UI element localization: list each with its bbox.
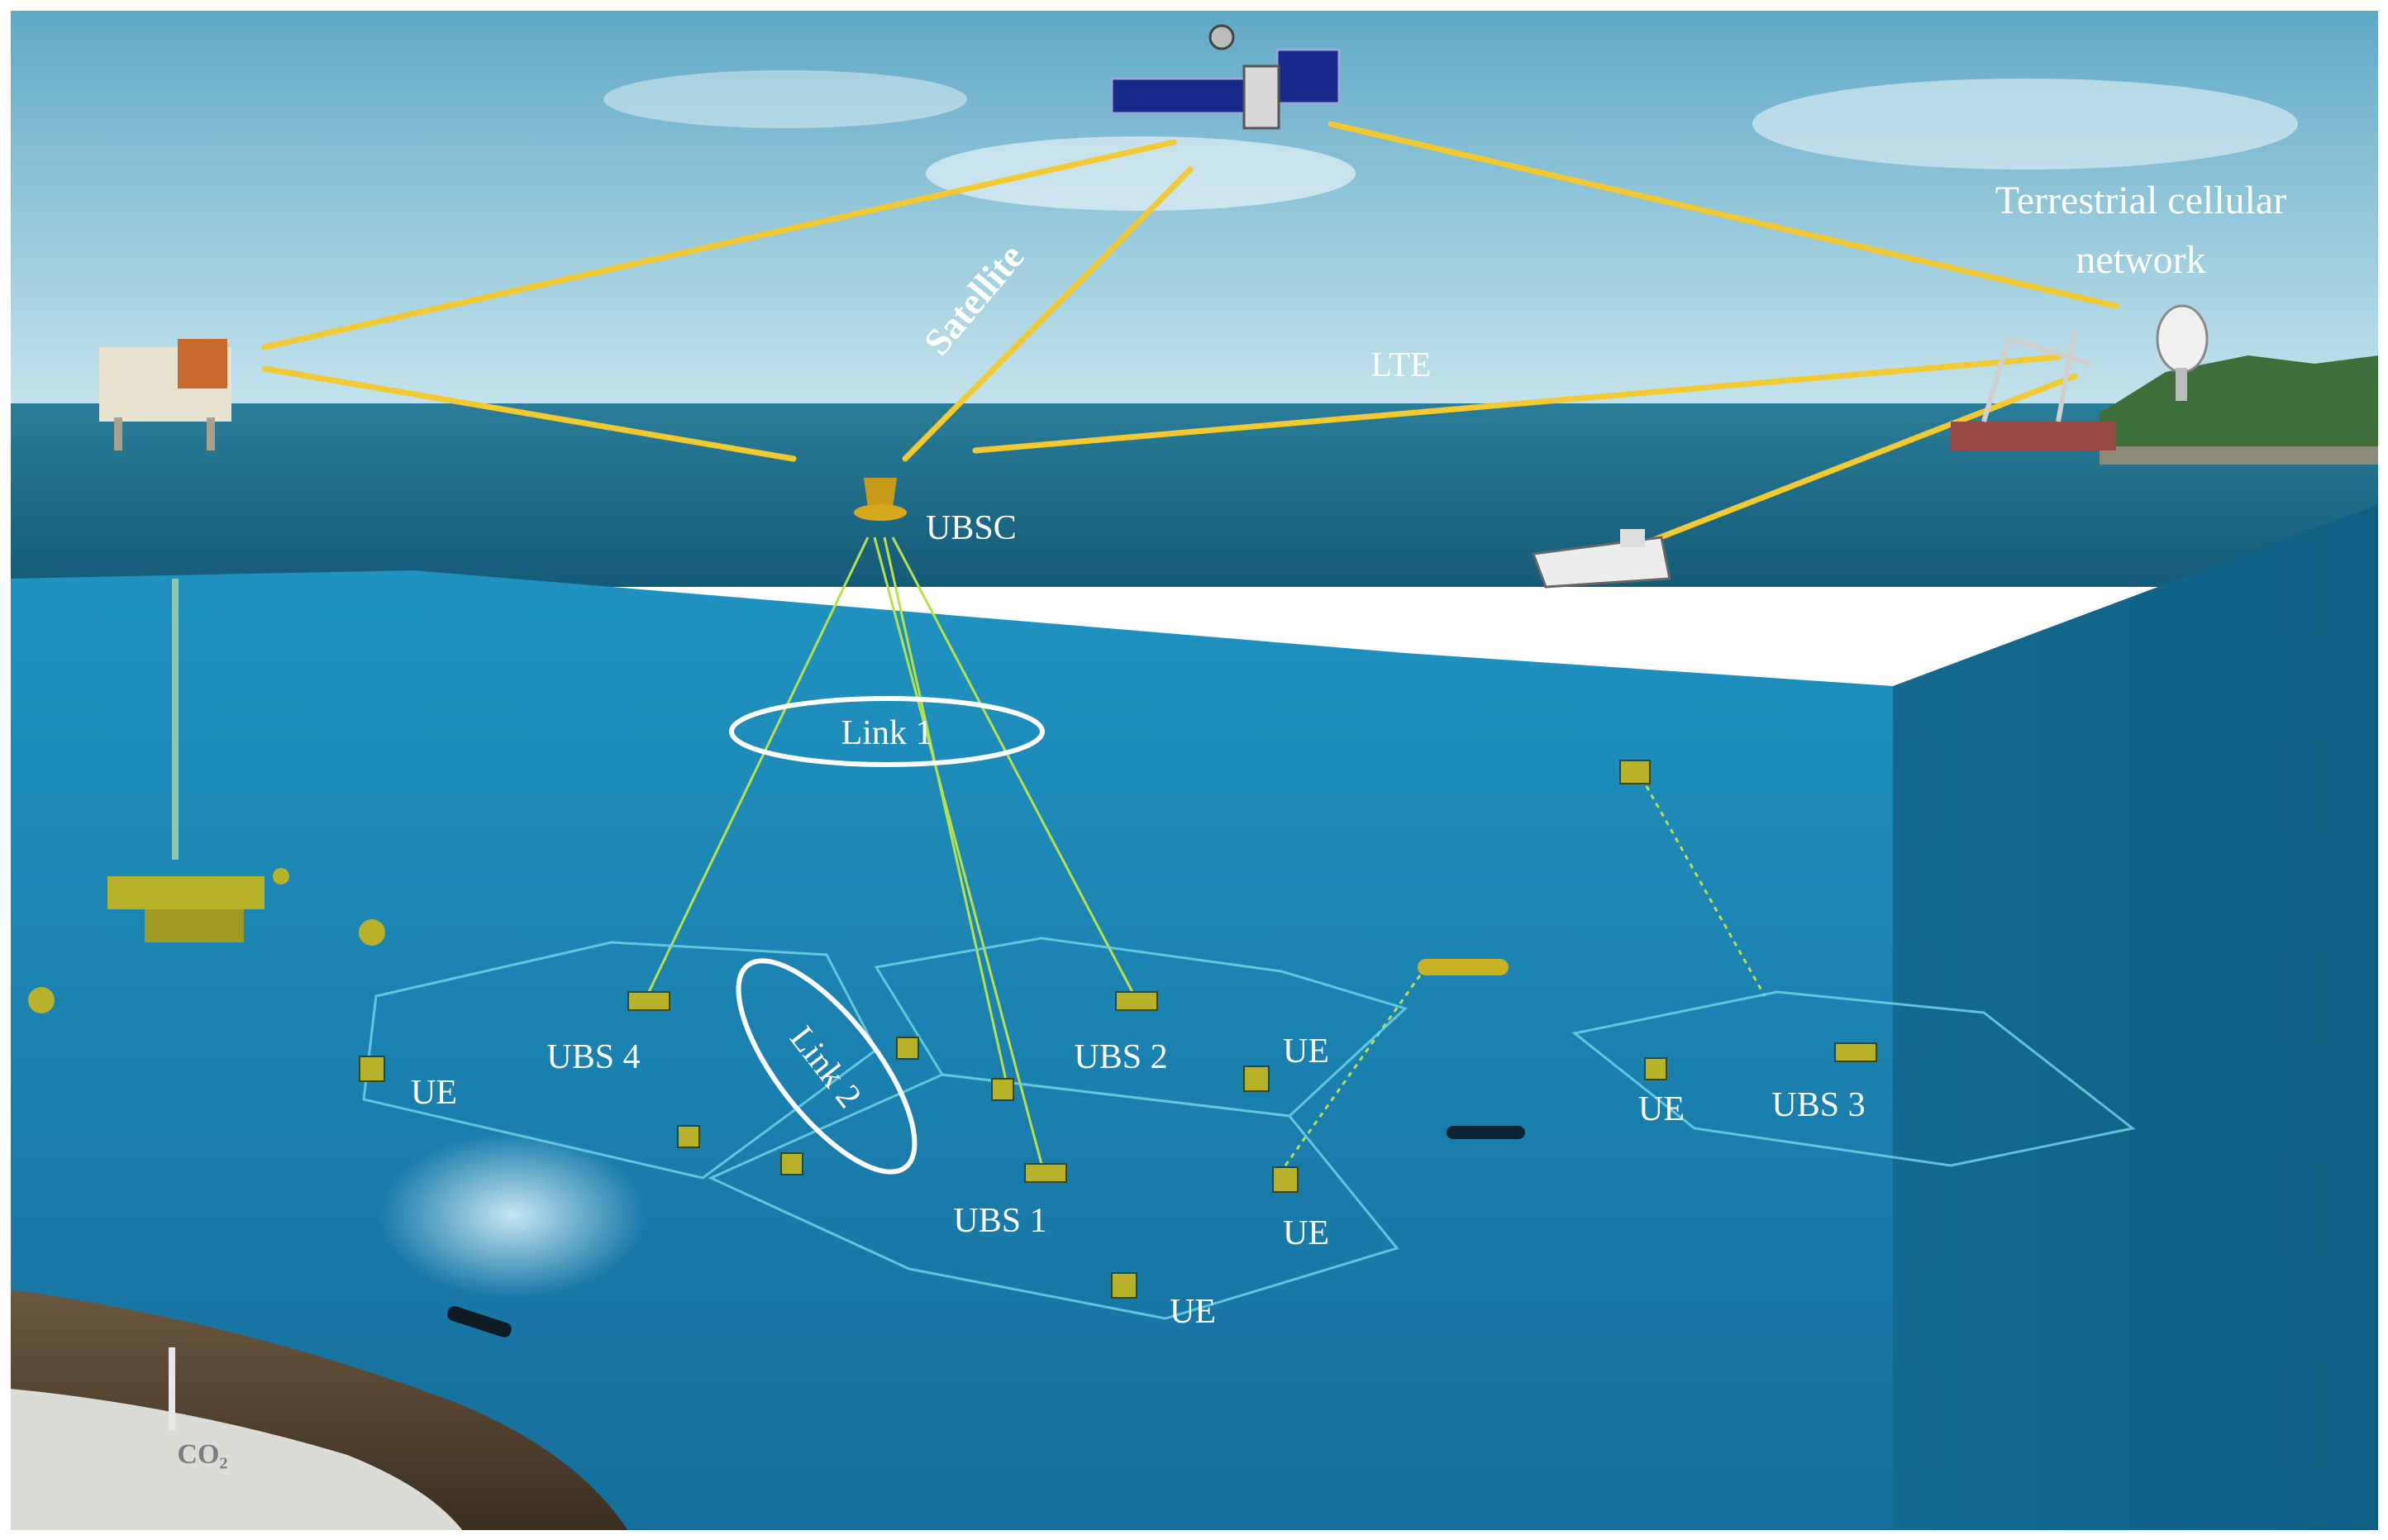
subsea-station-icon <box>780 1152 803 1175</box>
subsea-structure <box>28 579 385 1013</box>
cloud <box>603 70 967 128</box>
ubs2-label: UBS 2 <box>1074 1038 1167 1076</box>
uplink-ubs4 <box>647 536 870 993</box>
uplink-ubs1 <box>873 536 1043 1165</box>
port-crane-icon <box>1951 330 2116 451</box>
cloud <box>1752 79 2298 169</box>
uplink-ubs1-b <box>883 536 1010 1092</box>
ue-label-bottom: UE <box>1170 1293 1216 1331</box>
link1-label: Link 1 <box>841 714 933 752</box>
lte-label: LTE <box>1370 346 1431 384</box>
subsea-nodes <box>359 760 1877 1299</box>
link-buoy-ubs3 <box>1635 768 1766 997</box>
buoy-icon <box>854 478 907 521</box>
ubs4-label: UBS 4 <box>546 1038 640 1076</box>
ue-label-ubs2-right: UE <box>1283 1032 1329 1070</box>
subsea-station-icon <box>1834 1042 1877 1062</box>
well-pipe <box>169 1347 175 1430</box>
ubs1-label: UBS 1 <box>953 1202 1046 1240</box>
uplink-ubs2 <box>891 536 1134 993</box>
satellite-icon <box>1110 24 1341 130</box>
subsea-station-icon <box>1272 1166 1299 1193</box>
subsea-station-icon <box>1619 760 1651 784</box>
link-satellite-terrestrial <box>1327 121 2119 309</box>
auv-icon <box>1418 959 1509 975</box>
island <box>2100 355 2379 463</box>
frame <box>9 9 2380 1532</box>
subsea-station-icon <box>359 1056 385 1082</box>
co2-label: CO₂ <box>177 1439 227 1470</box>
ue-label-ubs3: UE <box>1638 1090 1685 1128</box>
ue-label-ubs1-right: UE <box>1283 1214 1329 1252</box>
subsea-station-icon <box>1243 1066 1270 1092</box>
link-ue-ubs3 <box>1284 966 1428 1166</box>
satellite-dish-icon <box>2156 304 2209 401</box>
terrestrial-label-line1: Terrestrial cellular <box>1995 179 2286 222</box>
cell-ubs1 <box>708 1073 1399 1320</box>
radio-links <box>261 121 2119 553</box>
ue-label-left: UE <box>411 1074 457 1112</box>
link-platform-ubsc <box>261 365 797 462</box>
link-ubsc-satellite <box>902 166 1194 462</box>
ship-icon <box>1531 529 1671 589</box>
shore <box>2100 446 2379 465</box>
diver-icon <box>447 1306 512 1337</box>
subsea-station-icon <box>1644 1057 1667 1080</box>
subsea-station-icon <box>677 1125 700 1148</box>
oil-platform-icon <box>99 339 231 451</box>
acoustic-links <box>647 536 1766 1166</box>
auv-icon <box>1447 1126 1525 1139</box>
seabed-layer <box>10 1389 463 1531</box>
bubble-plume <box>380 1132 645 1298</box>
subsea-station-icon <box>896 1037 919 1060</box>
subsea-station-icon <box>1111 1272 1137 1299</box>
link-ship-terrestrial <box>1625 373 2078 553</box>
link-ubsc-terrestrial-lte <box>972 354 2061 454</box>
ubs3-label: UBS 3 <box>1771 1086 1865 1124</box>
subsea-station-icon <box>1024 1163 1067 1183</box>
ubsc-label: UBSC <box>926 509 1017 547</box>
link-platform-satellite <box>261 139 1177 350</box>
link2-ellipse <box>736 958 918 1175</box>
underwater-side <box>1893 504 2379 1531</box>
cell-ubs3 <box>1571 990 2136 1167</box>
subsea-station-icon <box>991 1078 1014 1101</box>
cloud <box>926 136 1356 211</box>
link1-ellipse <box>729 696 1045 767</box>
terrestrial-label-line2: network <box>2076 238 2205 282</box>
subsea-station-icon <box>627 991 670 1011</box>
subsea-station-icon <box>1115 991 1158 1011</box>
